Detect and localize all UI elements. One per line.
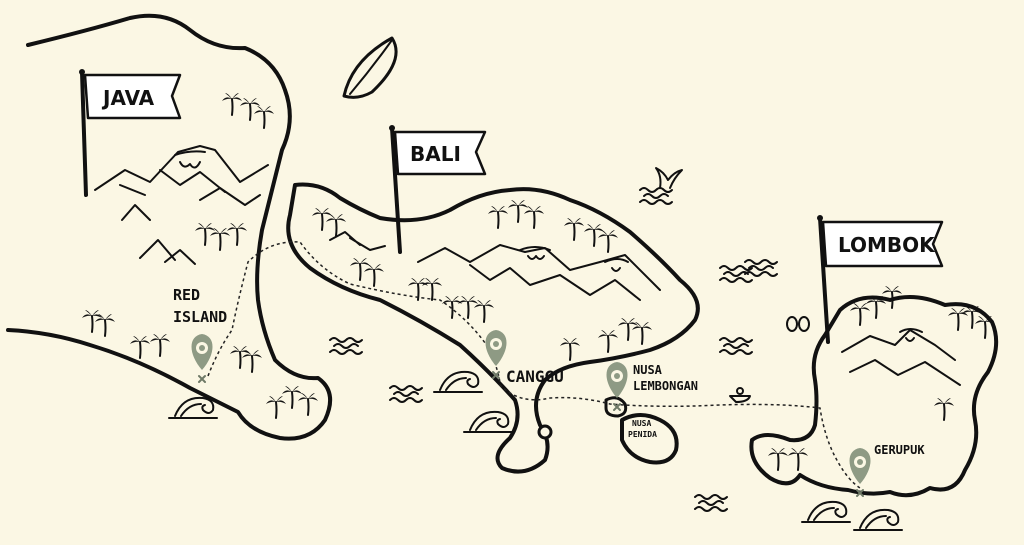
lombok-flag: LOMBOK bbox=[817, 215, 944, 344]
java-flag: JAVA bbox=[79, 69, 182, 197]
red-island-pin[interactable]: RED ISLAND bbox=[173, 286, 227, 383]
lombok-island bbox=[749, 285, 999, 498]
surfboard-icon bbox=[342, 36, 398, 99]
gerupuk-pin[interactable]: GERUPUK bbox=[848, 443, 926, 497]
nusa-penida-label: NUSA PENIDA bbox=[628, 419, 657, 439]
gerupuk-label: GERUPUK bbox=[874, 443, 925, 457]
lombok-label: LOMBOK bbox=[838, 233, 936, 257]
canggu-label: CANGGU bbox=[506, 367, 564, 386]
nusa-lembongan-label-line2: LEMBONGAN bbox=[633, 379, 698, 393]
java-label: JAVA bbox=[101, 86, 155, 110]
whale-tail-icon bbox=[639, 167, 683, 205]
nusa-lembongan-pin[interactable]: NUSA LEMBONGAN bbox=[605, 361, 699, 411]
bali-flag: BALI bbox=[389, 125, 487, 254]
red-island-label-line2: ISLAND bbox=[173, 308, 227, 326]
red-island-label-line1: RED bbox=[173, 286, 200, 304]
canggu-pin[interactable]: CANGGU bbox=[484, 329, 564, 386]
nusa-penida-label-line2: PENIDA bbox=[628, 430, 657, 439]
bali-label: BALI bbox=[410, 142, 461, 166]
nusa-lembongan-label-line1: NUSA bbox=[633, 363, 663, 377]
boat-icon bbox=[729, 387, 751, 403]
java-island bbox=[6, 13, 333, 441]
nusa-penida-label-line1: NUSA bbox=[632, 419, 651, 428]
bali-island bbox=[286, 182, 700, 474]
